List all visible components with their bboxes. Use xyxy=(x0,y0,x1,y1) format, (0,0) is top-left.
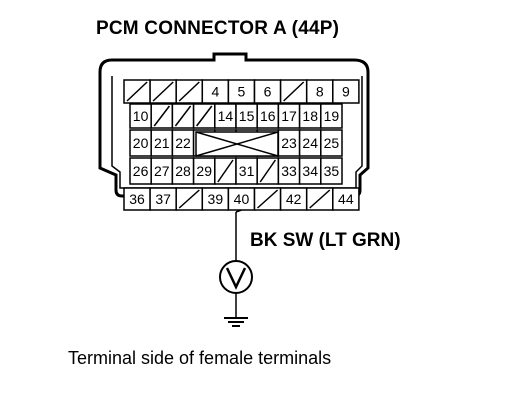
terminal-number: 20 xyxy=(133,135,149,151)
terminal-number: 40 xyxy=(234,191,250,207)
terminal-25: 25 xyxy=(320,129,343,157)
terminal-9: 9 xyxy=(332,79,360,104)
terminal-number: 4 xyxy=(211,84,219,100)
terminal-44: 44 xyxy=(332,187,360,211)
terminal-number: 39 xyxy=(208,191,224,207)
terminal-empty xyxy=(171,103,195,129)
terminal-number: 23 xyxy=(281,135,297,151)
voltmeter-icon xyxy=(219,260,253,294)
terminal-empty xyxy=(192,103,216,129)
terminal-14: 14 xyxy=(214,103,237,129)
terminal-10: 10 xyxy=(129,103,152,129)
terminal-empty xyxy=(123,79,151,104)
terminal-lead xyxy=(235,209,242,213)
terminal-number: 35 xyxy=(324,163,340,179)
empty-slot-slash xyxy=(178,189,200,209)
terminal-4: 4 xyxy=(201,79,230,104)
terminal-number: 29 xyxy=(196,163,212,179)
terminal-37: 37 xyxy=(149,187,177,211)
terminal-42: 42 xyxy=(279,187,308,211)
terminal-27: 27 xyxy=(150,157,174,185)
terminal-number: 16 xyxy=(260,108,276,124)
terminal-6: 6 xyxy=(253,79,282,104)
terminal-number: 31 xyxy=(239,163,255,179)
terminal-35: 35 xyxy=(320,157,343,185)
terminal-number: 18 xyxy=(302,108,318,124)
ground-icon xyxy=(224,317,248,327)
terminal-empty xyxy=(279,79,308,104)
signal-label: BK SW (LT GRN) xyxy=(250,230,401,251)
terminal-empty xyxy=(214,157,237,185)
terminal-number: 14 xyxy=(218,108,234,124)
terminal-number: 8 xyxy=(316,84,324,100)
terminal-empty xyxy=(253,187,282,211)
terminal-5: 5 xyxy=(227,79,256,104)
terminal-19: 19 xyxy=(320,103,343,129)
terminal-empty xyxy=(150,103,174,129)
terminal-empty xyxy=(256,157,280,185)
terminal-36: 36 xyxy=(123,187,151,211)
terminal-number: 33 xyxy=(281,163,297,179)
terminal-number: 19 xyxy=(324,108,340,124)
terminal-empty xyxy=(175,187,204,211)
terminal-22: 22 xyxy=(171,129,195,157)
terminal-number: 10 xyxy=(133,108,149,124)
terminal-number: 34 xyxy=(302,163,318,179)
terminal-26: 26 xyxy=(129,157,152,185)
terminal-29: 29 xyxy=(192,157,216,185)
terminal-empty xyxy=(149,79,177,104)
terminal-number: 9 xyxy=(342,84,350,100)
terminal-empty xyxy=(305,187,334,211)
terminal-number: 25 xyxy=(324,135,340,151)
empty-slot-slash xyxy=(256,189,279,209)
terminal-16: 16 xyxy=(256,103,280,129)
diagram-caption: Terminal side of female terminals xyxy=(68,348,332,368)
connector-title: PCM CONNECTOR A (44P) xyxy=(96,18,340,39)
terminal-number: 42 xyxy=(286,191,302,207)
terminal-20: 20 xyxy=(129,129,152,157)
empty-slot-slash xyxy=(217,159,234,183)
empty-slot-slash xyxy=(309,189,331,209)
terminal-24: 24 xyxy=(298,129,322,157)
empty-slot-slash xyxy=(152,81,174,102)
terminal-28: 28 xyxy=(171,157,195,185)
empty-slot-slash xyxy=(259,159,277,183)
empty-slot-slash xyxy=(153,105,170,127)
terminal-number: 28 xyxy=(175,163,191,179)
terminal-18: 18 xyxy=(298,103,322,129)
terminal-number: 5 xyxy=(238,84,246,100)
empty-slot-slash xyxy=(196,105,213,127)
terminal-number: 44 xyxy=(338,191,354,207)
terminal-number: 36 xyxy=(129,191,145,207)
empty-slot-slash xyxy=(174,105,192,127)
terminal-number: 24 xyxy=(302,135,318,151)
terminal-34: 34 xyxy=(298,157,322,185)
terminal-number: 37 xyxy=(155,191,171,207)
connector-housing xyxy=(98,52,370,198)
terminal-39: 39 xyxy=(201,187,230,211)
terminal-40: 40 xyxy=(227,187,256,213)
terminal-33: 33 xyxy=(277,157,301,185)
terminal-21: 21 xyxy=(150,129,174,157)
terminal-number: 22 xyxy=(175,135,191,151)
terminal-17: 17 xyxy=(277,103,301,129)
terminal-number: 26 xyxy=(133,163,149,179)
terminal-number: 17 xyxy=(281,108,297,124)
terminal-31: 31 xyxy=(235,157,258,185)
terminal-empty xyxy=(175,79,204,104)
terminal-number: 27 xyxy=(154,163,170,179)
empty-slot-slash xyxy=(126,81,148,102)
terminal-23: 23 xyxy=(277,129,301,157)
empty-slot-slash xyxy=(178,81,200,102)
terminal-number: 21 xyxy=(154,135,170,151)
empty-slot-slash xyxy=(283,81,305,102)
terminal-8: 8 xyxy=(305,79,334,104)
terminal-number: 6 xyxy=(264,84,272,100)
terminal-15: 15 xyxy=(235,103,258,129)
locking-tab-cross xyxy=(195,131,279,157)
terminal-number: 15 xyxy=(239,108,255,124)
terminal-grid: 4 5 6 8 9 10 14 15 16 17 18 19 20 21 22 23 24 25 26 27 28 29 3… xyxy=(123,79,360,213)
